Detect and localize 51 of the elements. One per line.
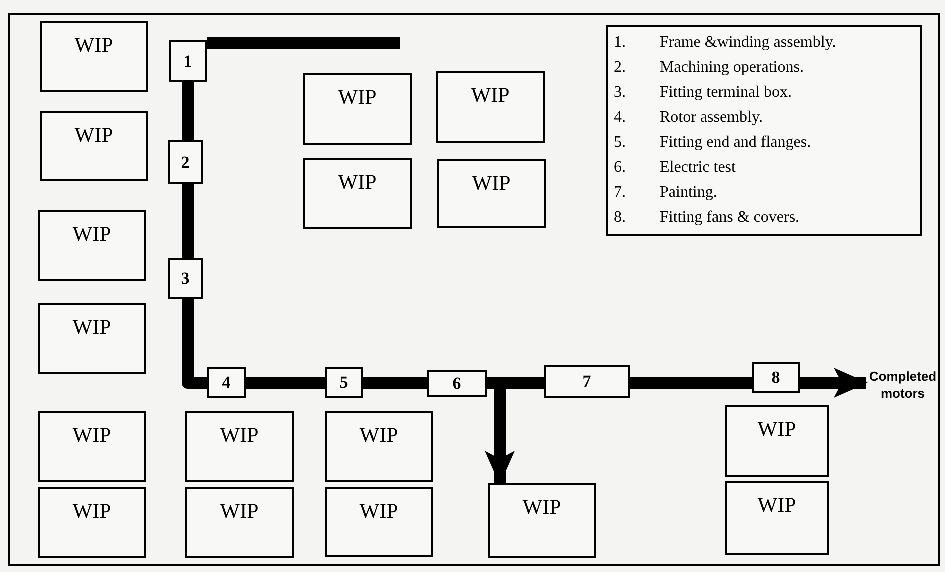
wip-box: WIP bbox=[38, 303, 146, 374]
wip-box: WIP bbox=[436, 71, 545, 143]
wip-box: WIP bbox=[437, 159, 546, 228]
wip-box: WIP bbox=[325, 487, 433, 557]
key-text: Fitting fans & covers. bbox=[660, 208, 801, 228]
wip-box: WIP bbox=[725, 481, 829, 555]
key-text: Rotor assembly. bbox=[660, 108, 764, 128]
wip-box: WIP bbox=[725, 405, 829, 477]
wip-box: WIP bbox=[38, 210, 146, 281]
wip-box: WIP bbox=[38, 411, 146, 482]
wip-box: WIP bbox=[185, 487, 294, 558]
station-box: 5 bbox=[325, 367, 363, 398]
key-text: Machining operations. bbox=[660, 58, 805, 78]
key-number: 1. bbox=[614, 33, 627, 53]
key-text: Fitting terminal box. bbox=[660, 83, 793, 103]
flow-line bbox=[246, 377, 325, 389]
key-number: 5. bbox=[614, 133, 627, 153]
wip-box: WIP bbox=[38, 487, 146, 558]
key-number: 2. bbox=[614, 58, 627, 78]
flow-line bbox=[207, 37, 400, 49]
key-number: 7. bbox=[614, 183, 627, 203]
flow-line bbox=[630, 377, 752, 389]
output-label: Completed motors bbox=[868, 368, 938, 402]
key-box bbox=[606, 25, 922, 236]
wip-box: WIP bbox=[488, 483, 596, 558]
station-box: 4 bbox=[207, 367, 246, 398]
key-number: 3. bbox=[614, 83, 627, 103]
station-box: 6 bbox=[427, 370, 487, 397]
key-text: Frame &winding assembly. bbox=[660, 33, 838, 53]
key-text: Fitting end and flanges. bbox=[660, 133, 812, 153]
key-number: 6. bbox=[614, 158, 627, 178]
station-box: 3 bbox=[168, 258, 203, 299]
flow-arrow bbox=[800, 368, 868, 398]
wip-box: WIP bbox=[40, 111, 148, 181]
station-box: 1 bbox=[169, 40, 207, 82]
wip-box: WIP bbox=[185, 411, 294, 482]
wip-box: WIP bbox=[40, 21, 148, 92]
station-box: 8 bbox=[752, 362, 800, 393]
key-text: Painting. bbox=[660, 183, 718, 203]
wip-box: WIP bbox=[325, 411, 433, 482]
flow-line bbox=[182, 184, 194, 258]
flow-line bbox=[363, 377, 427, 389]
wip-box: WIP bbox=[303, 158, 412, 229]
key-number: 8. bbox=[614, 208, 627, 228]
station-box: 2 bbox=[168, 140, 203, 184]
station-box: 7 bbox=[544, 365, 630, 398]
key-text: Electric test bbox=[660, 158, 737, 178]
flow-line bbox=[182, 82, 194, 140]
key-number: 4. bbox=[614, 108, 627, 128]
wip-box: WIP bbox=[303, 73, 412, 145]
flow-line bbox=[182, 299, 207, 389]
